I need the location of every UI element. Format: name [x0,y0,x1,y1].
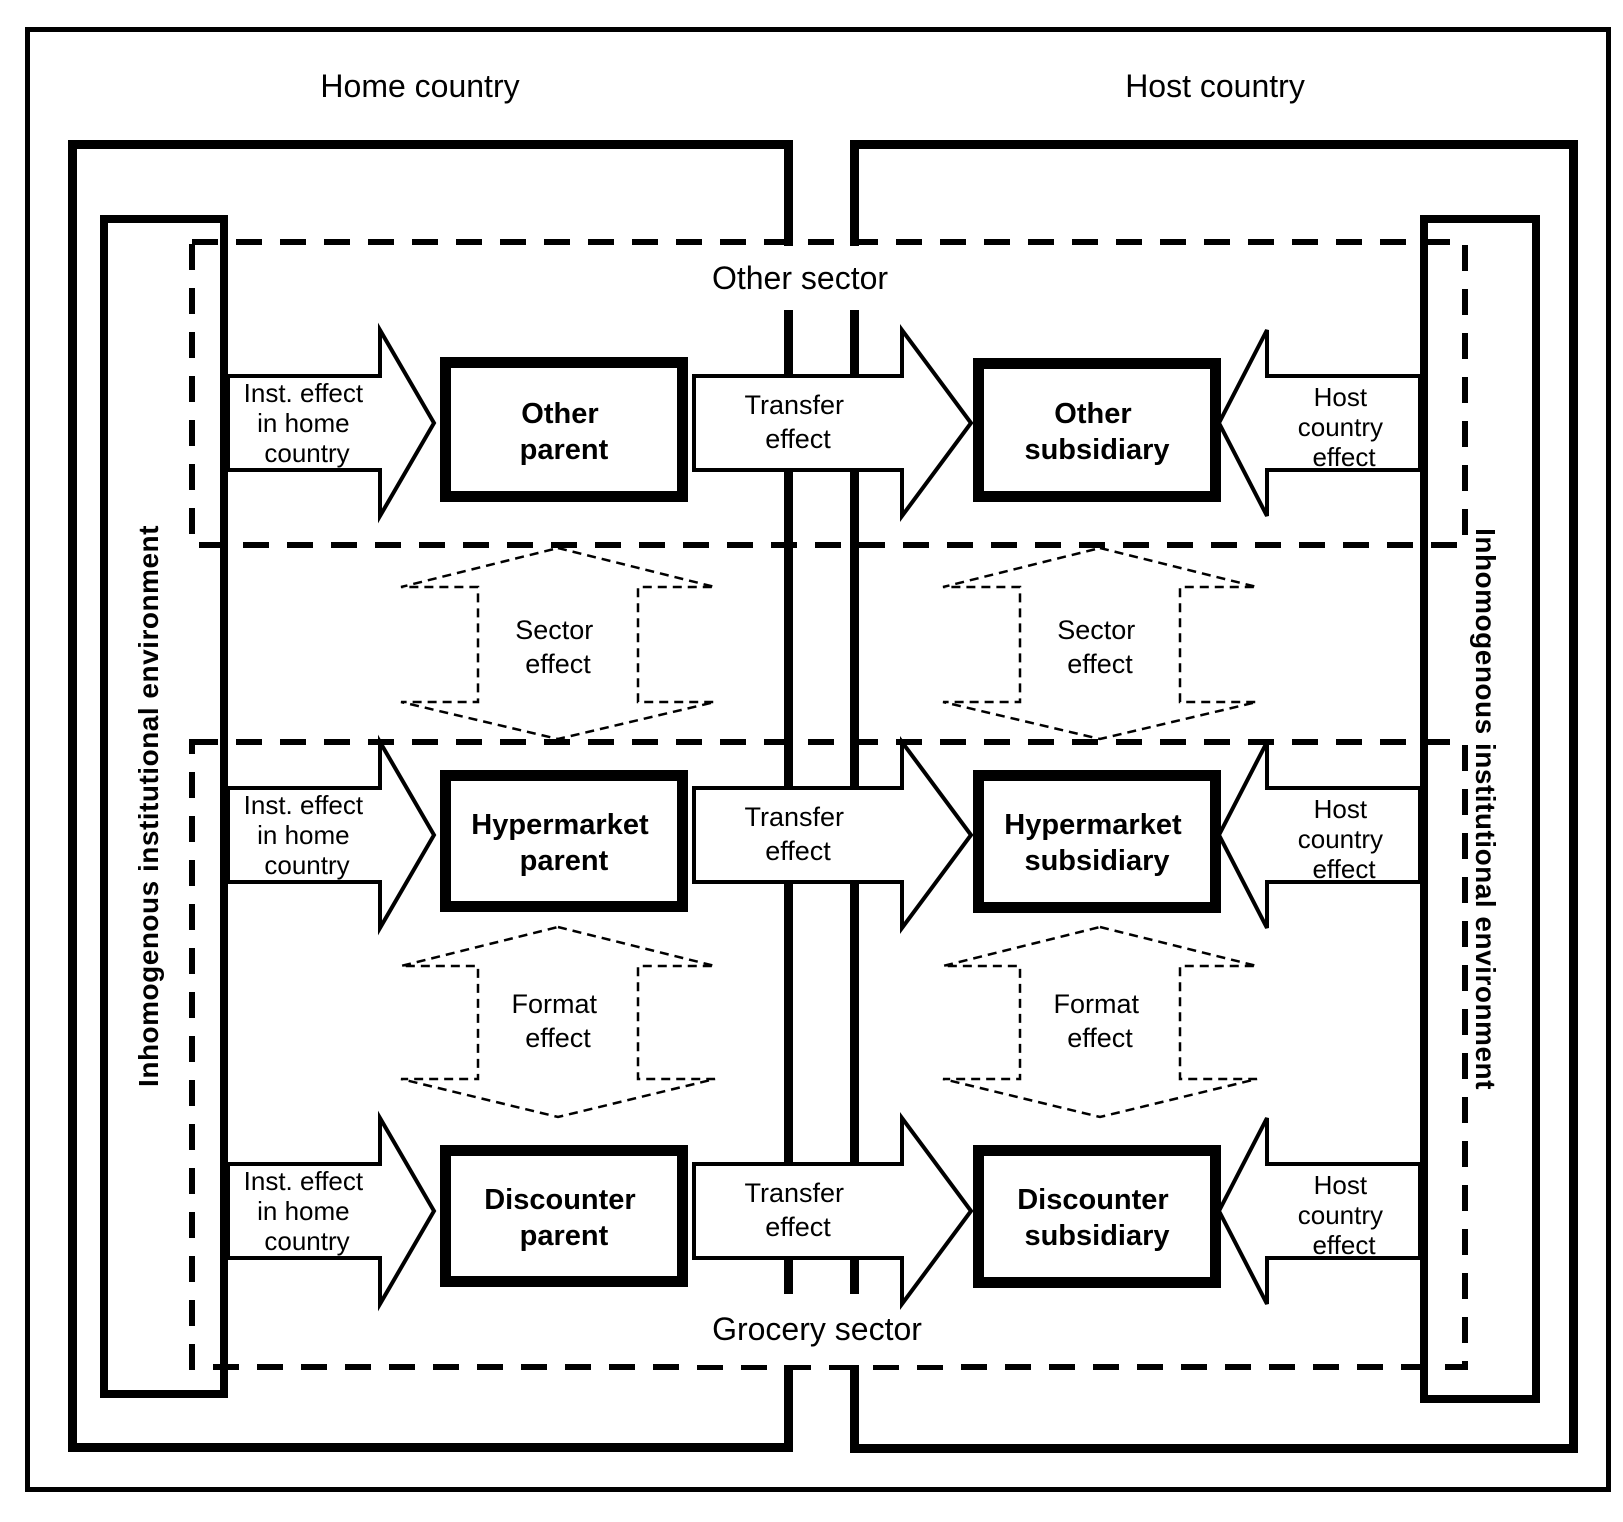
host-country-effect-label-row3: Host country effect [1298,1170,1391,1260]
grocery-sector-box [189,739,1468,1370]
discounter-parent-label: Discounter parent [484,1184,644,1252]
other-subsidiary-box [973,358,1221,502]
env-label-right: Inhomogenous institutional environment [1470,528,1501,1090]
env-box-left [100,215,228,1398]
transfer-effect-label-row2: Transfer effect [744,802,851,866]
other-sector-label: Other sector [712,260,888,296]
inst-effect-arrow-row1 [226,322,437,524]
host-country-title: Host country [1125,68,1305,104]
host-country-effect-arrow-row2 [1216,741,1422,929]
format-effect-arrow-left [400,925,716,1119]
transfer-effect-arrow-row1 [692,323,974,523]
inst-effect-label-row3: Inst. effect in home country [244,1166,371,1256]
host-country-effect-label-row1: Host country effect [1298,382,1391,472]
hypermarket-subsidiary-label: Hypermarket subsidiary [1004,809,1189,877]
inst-effect-label-row1: Inst. effect in home country [244,378,371,468]
inst-effect-arrow-row2 [226,734,437,936]
env-box-right [1420,215,1540,1403]
sector-effect-label-right: Sector effect [1057,615,1143,679]
host-country-effect-label-row2: Host country effect [1298,794,1391,884]
env-label-left: Inhomogenous institutional environment [133,525,164,1087]
home-country-title: Home country [320,68,519,104]
format-effect-label-left: Format effect [511,989,604,1053]
format-effect-label-right: Format effect [1053,989,1146,1053]
sector-effect-arrow-right [942,546,1258,741]
other-subsidiary-label: Other subsidiary [1024,398,1169,466]
host-country-effect-arrow-row1 [1216,329,1422,517]
hypermarket-subsidiary-box [973,770,1221,913]
discounter-subsidiary-label: Discounter subsidiary [1017,1184,1177,1252]
other-sector-box [189,239,1468,548]
hypermarket-parent-box [440,770,688,912]
transfer-effect-label-row3: Transfer effect [744,1178,851,1242]
transfer-effect-arrow-row3 [692,1111,974,1311]
inst-effect-label-row2: Inst. effect in home country [244,790,371,880]
other-parent-label: Other parent [520,398,609,466]
discounter-subsidiary-box [973,1145,1221,1288]
host-country-effect-arrow-row3 [1216,1117,1422,1305]
format-effect-arrow-right [942,925,1258,1119]
grocery-sector-label: Grocery sector [712,1311,922,1347]
other-parent-box [440,357,688,502]
transfer-effect-arrow-row2 [692,735,974,935]
inst-effect-arrow-row3 [226,1110,437,1312]
other-sector-label-bg [695,246,910,310]
transfer-effect-label-row1: Transfer effect [744,390,851,454]
sector-effect-label-left: Sector effect [515,615,601,679]
discounter-parent-box [440,1145,688,1287]
sector-effect-arrow-left [400,546,716,741]
outer-frame [25,27,1611,1492]
hypermarket-parent-label: Hypermarket parent [471,809,656,877]
